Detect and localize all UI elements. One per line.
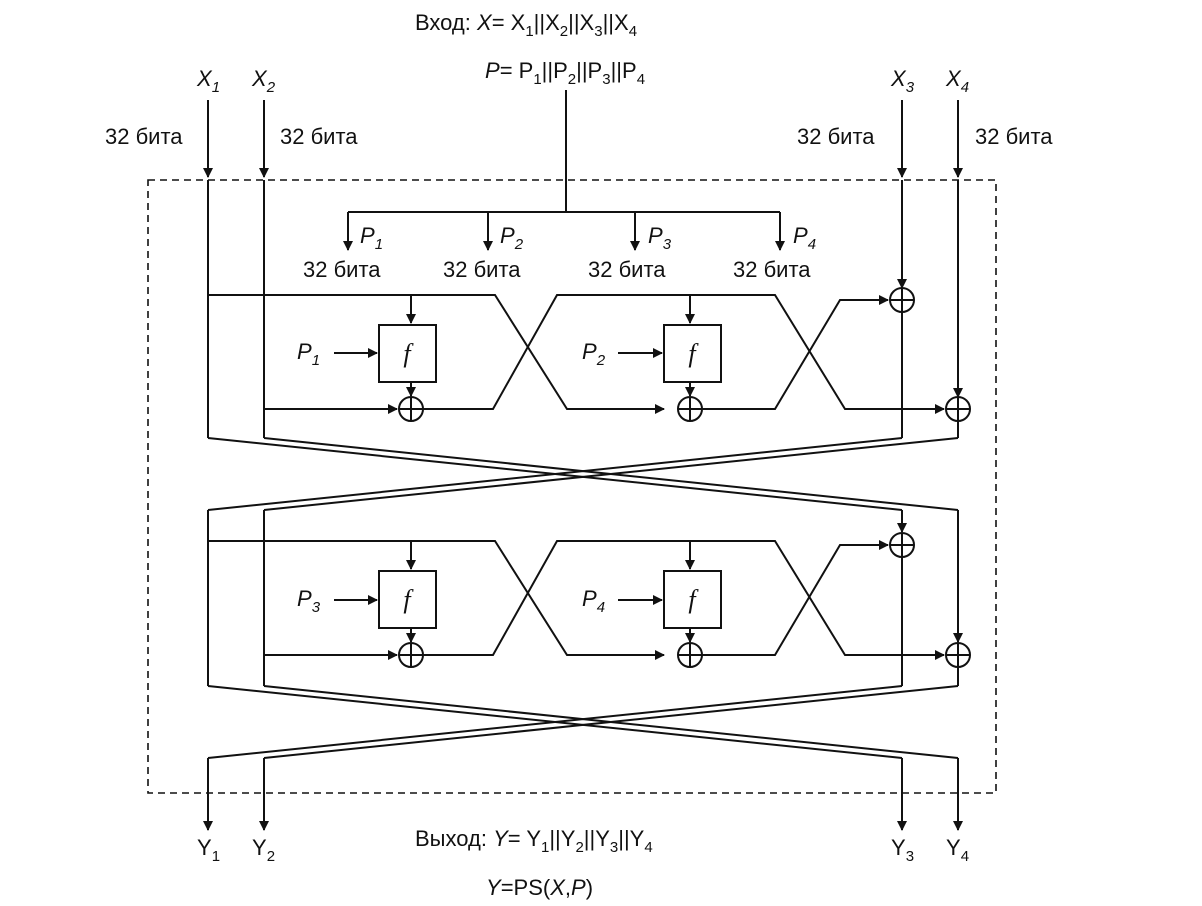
feistel3-left-path: [208, 540, 665, 660]
subkey-label-p4: P4: [793, 223, 816, 253]
feistel1-left-path: [208, 294, 665, 414]
feistel1-cross-path: [423, 294, 690, 410]
output-label-y2: Y2: [252, 835, 275, 865]
f-box-3: [378, 570, 437, 629]
subkey-label-p2: P2: [500, 223, 524, 253]
width-label-x1: 32 бита: [105, 124, 183, 149]
input-label-x1: X1: [196, 66, 220, 96]
output-label-y4: Y4: [946, 835, 969, 865]
subkey-label-p3: P3: [648, 223, 672, 253]
subkey-width-p2: 32 бита: [443, 257, 521, 282]
feistel4-out-upper: [702, 540, 889, 656]
ps-block-boundary: [147, 179, 997, 794]
f-box-2: [663, 324, 722, 383]
output-formula: Выход: Y= Y1||Y2||Y3||Y4: [415, 826, 653, 856]
round-key-label-p2: P2: [582, 339, 606, 369]
output-label-y1: Y1: [197, 835, 220, 865]
f-box-1-label: f: [403, 339, 414, 368]
perm2-wire-d: [263, 685, 959, 759]
feistel4-out-lower: [690, 540, 945, 660]
subkey-width-p3: 32 бита: [588, 257, 666, 282]
round-key-label-p3: P3: [297, 586, 321, 616]
output-label-y3: Y3: [891, 835, 914, 865]
width-label-x2: 32 бита: [280, 124, 358, 149]
input-label-x3: X3: [890, 66, 915, 96]
key-formula: P= P1||P2||P3||P4: [485, 58, 645, 88]
width-label-x3: 32 бита: [797, 124, 875, 149]
input-label-x4: X4: [945, 66, 969, 96]
feistel2-out-upper: [702, 295, 889, 410]
f-box-2-label: f: [688, 339, 699, 368]
perm2-wire-c: [207, 685, 903, 759]
subkey-width-p1: 32 бита: [303, 257, 381, 282]
round-key-label-p4: P4: [582, 586, 605, 616]
f-box-4-label: f: [688, 585, 699, 614]
feistel3-cross-path: [423, 540, 690, 656]
perm1-wire-d: [263, 437, 959, 511]
width-label-x4: 32 бита: [975, 124, 1053, 149]
f-box-1: [378, 324, 437, 383]
input-formula: Вход: X= X1||X2||X3||X4: [415, 10, 637, 40]
perm1-wire-c: [207, 437, 903, 511]
subkey-width-p4: 32 бита: [733, 257, 811, 282]
subkey-label-p1: P1: [360, 223, 383, 253]
round-key-label-p1: P1: [297, 339, 320, 369]
f-box-4: [663, 570, 722, 629]
ps-formula: Y=PS(X,P): [486, 875, 593, 900]
f-box-3-label: f: [403, 585, 414, 614]
input-label-x2: X2: [251, 66, 276, 96]
